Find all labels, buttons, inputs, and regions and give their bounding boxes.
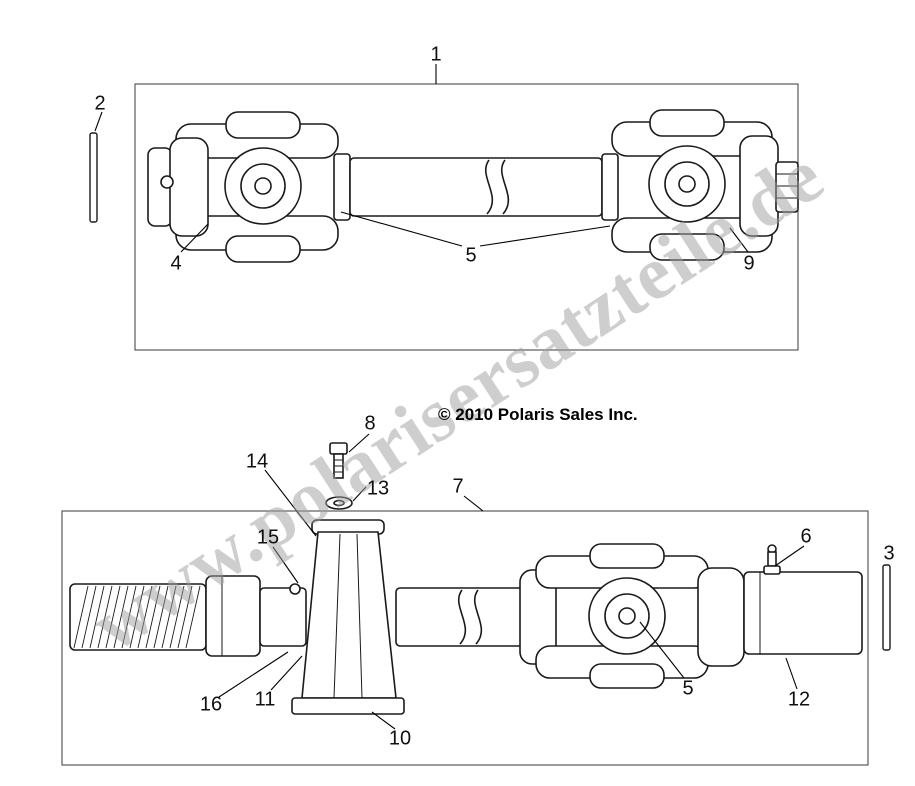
leader-9 [729,227,749,253]
upper-shaft-tube [333,153,619,221]
callout-1: 1 [430,43,442,66]
rubber-boot-cone [291,519,405,715]
upper-left-bearing-cap-top [225,111,301,139]
callout-11: 11 [254,688,276,711]
upper-boundary-box [134,83,799,351]
leader-13 [352,486,367,502]
break-squiggle [500,159,510,215]
leader-7 [463,495,484,512]
boot-base-flange [291,697,405,715]
output-cylinder [743,571,863,655]
upper-prop-shaft-assembly [147,109,799,263]
copyright-text: © 2010 Polaris Sales Inc. [438,405,638,424]
callout-2: 2 [94,92,106,115]
callout-4: 4 [170,252,182,275]
collar-pin [289,583,301,595]
splined-input-shaft [69,583,207,651]
lower-boundary-box [61,510,869,766]
shaft-collar [205,575,307,657]
callout-10: 10 [388,727,412,750]
leader-4 [180,223,209,253]
break-squiggle [457,589,467,645]
leader-2 [94,111,103,132]
leader-6 [774,545,805,567]
upper-right-bearing-cap-top [649,109,725,137]
callout-3: 3 [883,542,895,565]
callout-16: 16 [199,693,223,716]
spacer-bar-part2 [89,132,98,223]
mount-bolt [329,442,348,479]
upper-left-bearing-cap-bottom [225,235,301,263]
callout-8: 8 [364,412,376,435]
leader-5a [340,211,463,247]
leader-5a [479,225,611,247]
leader-lines [94,64,805,730]
leader-16 [218,651,289,698]
callout-5-lower: 5 [682,677,694,700]
leader-5b [639,621,685,679]
output-spline-stub [775,161,799,213]
washer [325,496,353,510]
callout-5-upper: 5 [465,244,477,267]
lower-u-joint [519,543,745,689]
lower-prop-shaft-assembly [69,442,863,715]
callout-15: 15 [256,526,280,549]
callout-7: 7 [452,475,464,498]
leader-14 [264,469,317,537]
break-squiggle [473,589,483,645]
leader-8 [348,433,370,453]
callout-14: 14 [245,450,269,473]
spacer-bar-part3 [882,564,891,651]
lower-bearing-cap-top [589,543,665,569]
callout-9: 9 [743,252,755,275]
grease-fitting [763,544,781,575]
leader-15 [272,546,299,584]
upper-right-bearing-cap-bottom [649,233,725,261]
callout-12: 12 [787,688,811,711]
leader-12 [785,657,798,690]
callout-13: 13 [366,477,390,500]
callout-6: 6 [800,525,812,548]
lower-bearing-cap-bottom [589,663,665,689]
upper-left-yoke [147,111,339,263]
upper-right-yoke [611,109,799,261]
break-squiggle [484,159,494,215]
lower-shaft-tube [395,587,533,647]
leader-10 [371,711,396,730]
leader-11 [270,655,303,691]
